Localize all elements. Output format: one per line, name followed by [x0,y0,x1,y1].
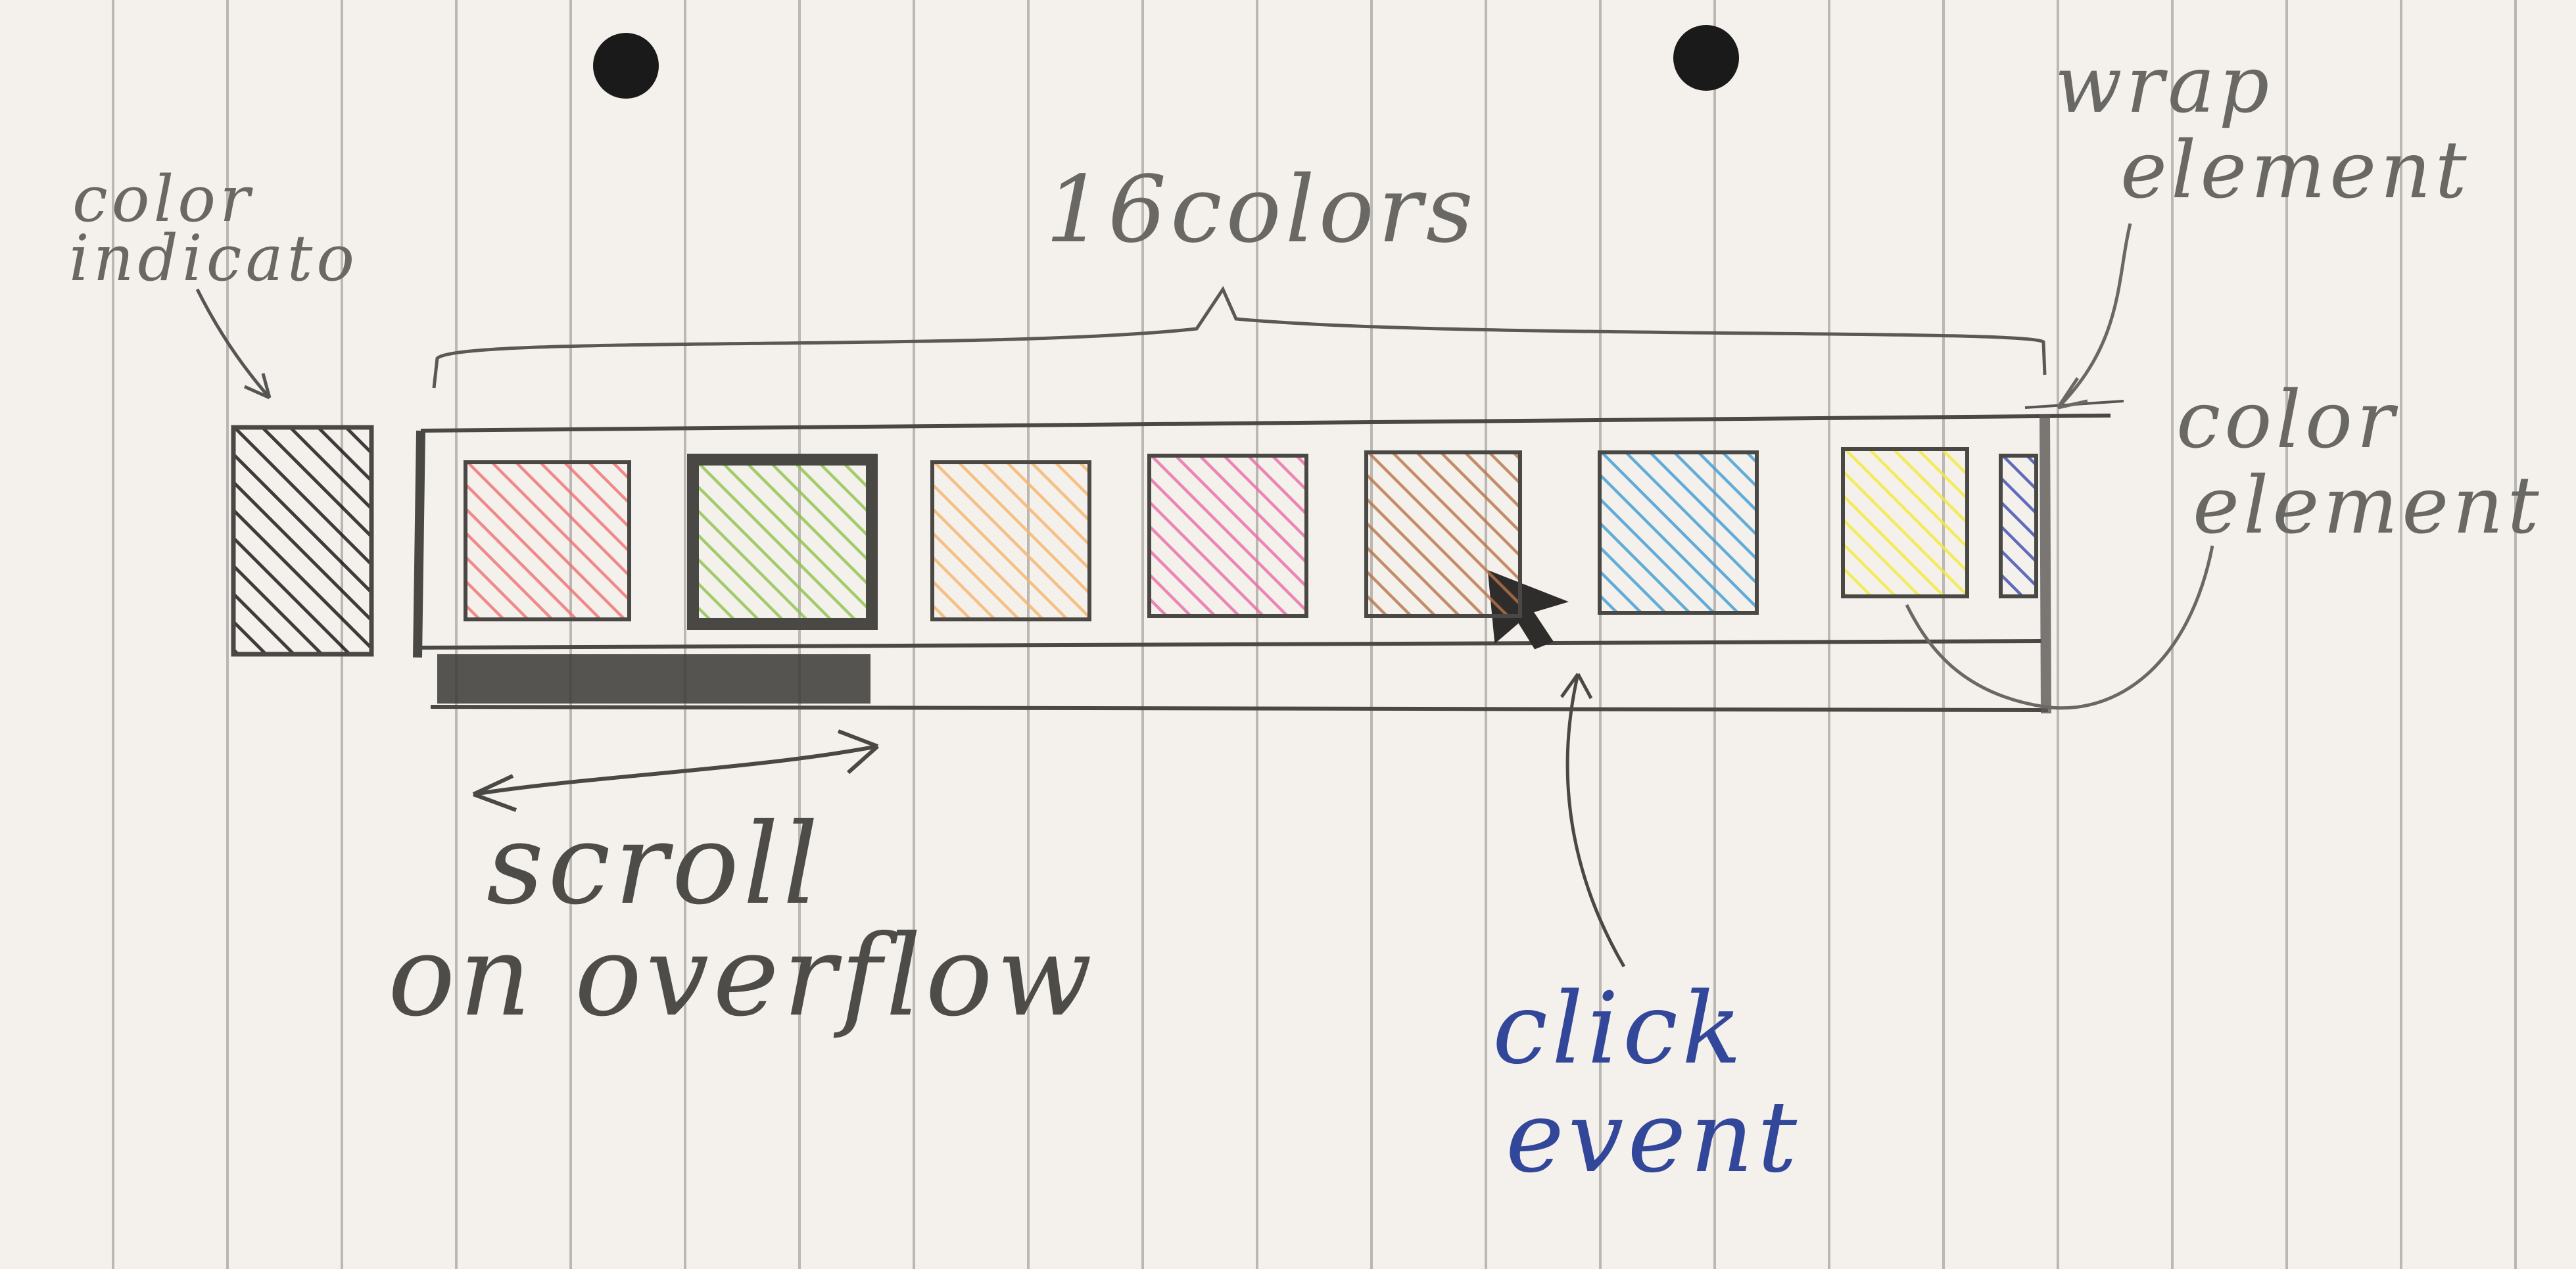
color-indicator-label-line1: color [72,162,254,236]
click-event-label-line2: event [1506,1080,1801,1195]
scroll-label-line2: on overflow [388,911,1097,1042]
click-event-arrow [1565,673,1626,968]
color-element-label-line1: color [2176,375,2398,466]
color-swatch-red[interactable] [464,460,631,621]
color-element-label-line2: element [2193,460,2543,552]
color-swatch-brown[interactable] [1364,450,1522,618]
color-swatch-pink[interactable] [1147,454,1308,618]
color-swatch-yellow[interactable] [1841,447,1969,598]
wrap-element-label-line2: element [2120,125,2471,216]
colors-count-label: 16colors [1045,156,1477,264]
click-event-label-line1: click [1492,972,1746,1086]
color-swatch-green[interactable] [687,454,878,630]
wrap-element-label-line1: wrap [2055,39,2274,131]
wrap-element-arrow [2057,223,2132,409]
color-swatch-navy[interactable] [1999,454,2038,598]
binder-hole-left [593,33,659,99]
scroll-arrow [472,729,879,812]
sixteen-colors-bracket [432,285,2047,389]
binder-hole-right [1673,25,1739,91]
color-swatch-orange[interactable] [930,460,1091,621]
color-swatch-blue[interactable] [1598,450,1759,615]
indicator-arrow [195,288,271,399]
scrollbar-thumb[interactable] [437,654,871,704]
color-indicator-label-line2: indicato [69,222,359,295]
scroll-label-line1: scroll [487,800,823,930]
color-indicator [231,425,374,657]
color-element-arrow [1905,545,2214,710]
